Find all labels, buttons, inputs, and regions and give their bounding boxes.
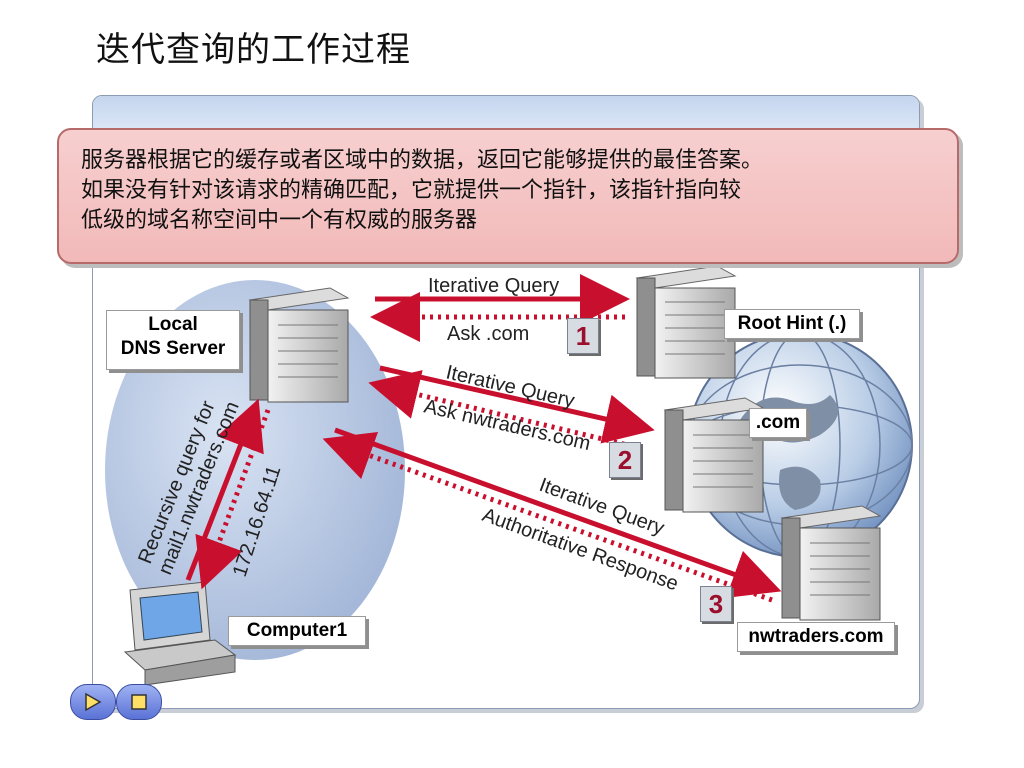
label-response-1: Ask .com: [447, 323, 529, 345]
callout-line-3: 低级的域名称空间中一个有权威的服务器: [81, 208, 478, 233]
label-local-dns-line1: Local: [148, 314, 198, 335]
stop-icon: [131, 694, 147, 710]
step-number-2: 2: [609, 442, 641, 478]
root-hint-server-icon: [635, 265, 737, 379]
computer-icon: [123, 581, 237, 686]
label-root-hint: Root Hint (.): [724, 309, 860, 339]
step-number-3: 3: [700, 586, 732, 622]
label-local-dns-server: Local DNS Server: [106, 310, 240, 370]
play-icon: [85, 692, 102, 712]
arrow-recursive-response: [195, 409, 271, 590]
local-dns-server-icon: [248, 287, 350, 403]
label-local-dns-line2: DNS Server: [120, 338, 226, 359]
panel-header-bar: [93, 96, 919, 131]
callout-text: 服务器根据它的缓存或者区域中的数据，返回它能够提供的最佳答案。 如果没有针对该请…: [81, 146, 951, 236]
page-title: 迭代查询的工作过程: [96, 30, 411, 70]
step-number-1: 1: [567, 318, 599, 354]
nwtraders-server-icon: [780, 505, 882, 621]
callout-line-2: 如果没有针对该请求的精确匹配，它就提供一个指针，该指针指向较: [81, 178, 742, 203]
label-computer1: Computer1: [228, 616, 366, 646]
label-com: .com: [749, 408, 807, 438]
label-nwtraders: nwtraders.com: [737, 622, 895, 652]
arrow-response-2: [368, 370, 641, 451]
explanation-callout: 服务器根据它的缓存或者区域中的数据，返回它能够提供的最佳答案。 如果没有针对该请…: [57, 128, 959, 264]
label-query-1: Iterative Query: [428, 275, 559, 297]
stop-button[interactable]: [116, 684, 162, 720]
play-button[interactable]: [70, 684, 116, 720]
arrow-query-3: [334, 427, 782, 598]
arrow-query-2: [379, 365, 655, 444]
arrow-response-3: [322, 431, 773, 603]
callout-line-1: 服务器根据它的缓存或者区域中的数据，返回它能够提供的最佳答案。: [81, 148, 764, 173]
